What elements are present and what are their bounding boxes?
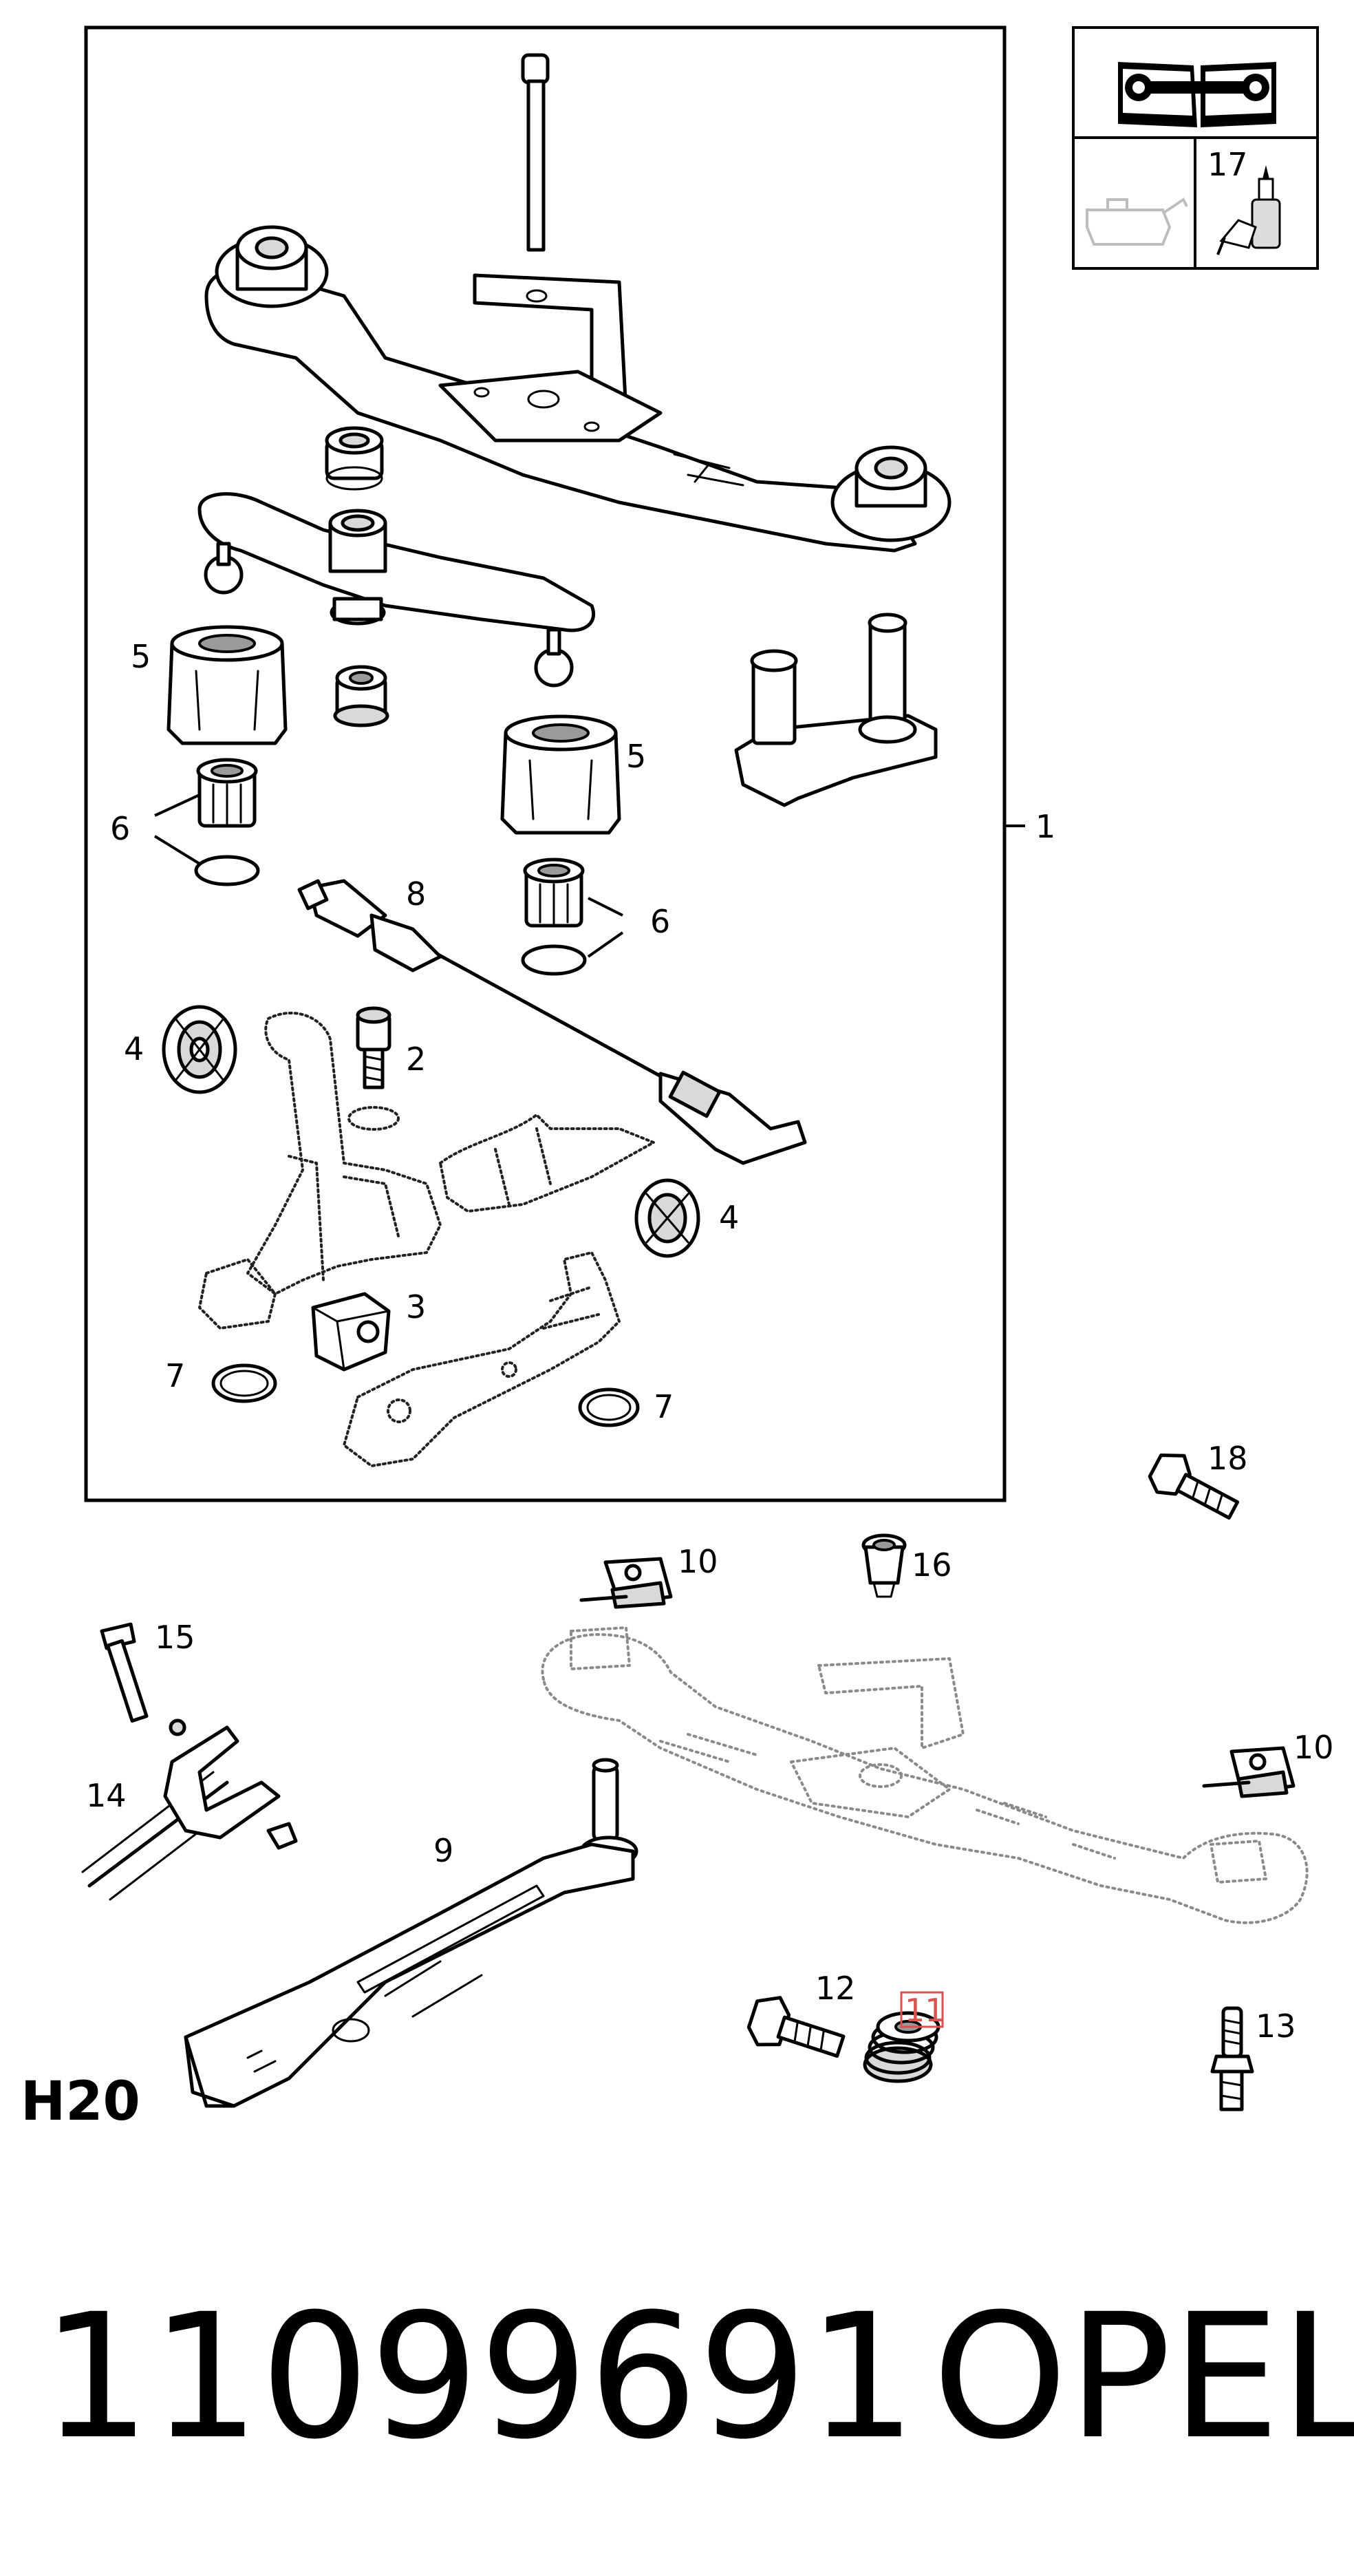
- callout-6-left: 6: [110, 810, 130, 847]
- callout-12: 12: [815, 1970, 856, 2007]
- pivot-block: [311, 1292, 391, 1372]
- part-14-lever-bracket: [81, 1725, 298, 1901]
- callout-13: 13: [1256, 2008, 1296, 2045]
- clip-sleeve-left: [194, 758, 260, 886]
- callout-9: 9: [433, 1832, 453, 1869]
- part-16-sleeve: [861, 1533, 907, 1598]
- callout-14: 14: [86, 1777, 127, 1814]
- leader-lines-frame: [153, 794, 1025, 958]
- gearbox-linkage-outline: [198, 1012, 655, 1467]
- callout-7-left: 7: [165, 1357, 185, 1394]
- callout-15: 15: [155, 1619, 195, 1656]
- callout-16: 16: [912, 1546, 952, 1584]
- ball-socket-right: [634, 1178, 700, 1258]
- assembly-frame: [84, 25, 1007, 1502]
- part-10-nut-clip-right: [1202, 1746, 1296, 1798]
- callout-2: 2: [406, 1041, 426, 1078]
- part-10-nut-clip-top: [579, 1557, 673, 1609]
- callout-7-right: 7: [654, 1388, 674, 1425]
- sealant-tube-icon: [1216, 165, 1281, 255]
- lubricant-oil-can-icon: [1086, 198, 1188, 246]
- support-bracket: [734, 613, 938, 807]
- part-12-bolt: [746, 1996, 846, 2058]
- info-box: 17: [1072, 26, 1319, 270]
- ball-socket-left: [162, 1005, 237, 1094]
- callout-10-top: 10: [678, 1543, 718, 1580]
- part-15-pin: [100, 1622, 186, 1736]
- clip-sleeve-right: [521, 858, 587, 976]
- bolt-socket-head: [347, 1006, 400, 1131]
- rubber-block-left: [166, 625, 288, 745]
- lower-small-bushing: [333, 665, 389, 727]
- part-13-stud: [1210, 2006, 1254, 2111]
- callout-4-left: 4: [124, 1030, 144, 1067]
- callout-6-right: 6: [650, 903, 670, 940]
- callout-3: 3: [406, 1288, 426, 1326]
- callout-10-right: 10: [1293, 1729, 1334, 1766]
- callout-1: 1: [1035, 808, 1055, 845]
- callout-11-highlight-box: [900, 1991, 944, 2028]
- selector-lever-plate: [197, 492, 596, 688]
- rubber-block-right: [500, 714, 621, 835]
- upper-bushing: [325, 426, 384, 491]
- callout-18: 18: [1207, 1440, 1248, 1477]
- crossmember-outline: [541, 1626, 1309, 1924]
- callout-11: 11: [905, 1992, 945, 2029]
- callout-5-left: 5: [131, 638, 151, 675]
- section-code: H20: [21, 2071, 140, 2133]
- callout-8: 8: [406, 875, 426, 913]
- shift-rod: [297, 879, 807, 1165]
- callout-labels: 1 5 5 6 6 8 4 2 4 3 7 7 18 10 16 15 10 1…: [86, 638, 1334, 2045]
- info-box-label-17: 17: [1207, 146, 1248, 183]
- brand-name: OPEL: [932, 2277, 1354, 2477]
- part-18-bolt: [1148, 1453, 1240, 1520]
- service-manual-wrench-book-icon: [1118, 62, 1276, 127]
- part-9-selector-lever: [184, 1758, 638, 2108]
- callout-5-right: 5: [626, 738, 646, 775]
- part-number: 11099691: [41, 2277, 916, 2477]
- circlip-right: [578, 1387, 640, 1427]
- upper-bracket: [204, 225, 952, 553]
- top-pin: [521, 53, 550, 252]
- callout-4-right: 4: [719, 1199, 739, 1236]
- circlip-left: [211, 1363, 277, 1403]
